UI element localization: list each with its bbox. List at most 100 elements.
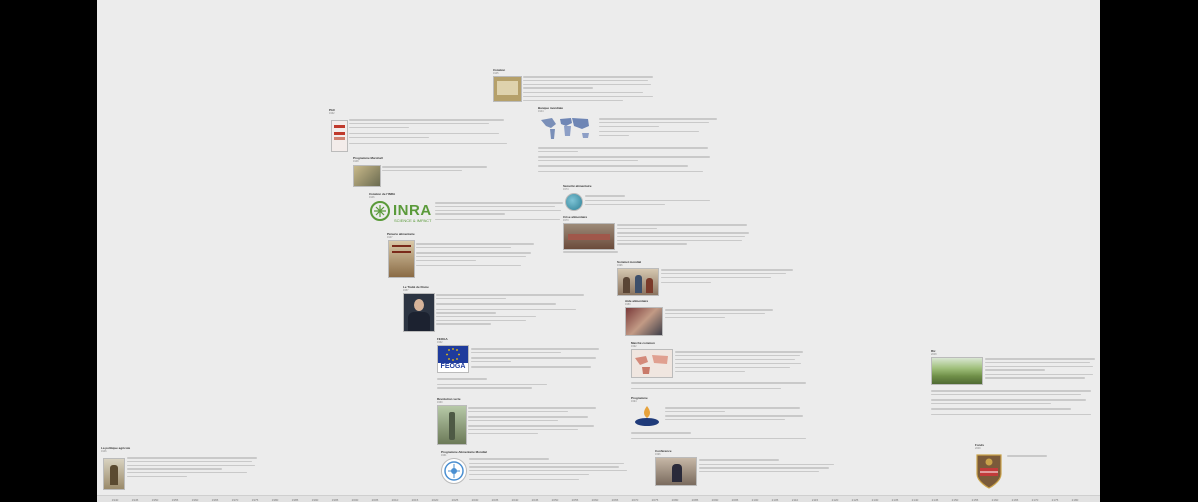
event-text <box>435 200 565 221</box>
axis-year-label: 2045 <box>531 497 539 502</box>
timeline-event[interactable]: FEOGA 1962 <box>437 337 448 344</box>
timeline-event[interactable]: Programme 1994 <box>631 396 648 403</box>
event-thumbnail[interactable] <box>437 405 467 445</box>
event-text <box>675 349 805 373</box>
timeline-event[interactable]: La politique agricole 1946 <box>101 446 130 453</box>
axis-year-label: 2010 <box>391 497 399 502</box>
event-thumbnail[interactable] <box>353 165 381 187</box>
event-title: Banque mondiale <box>538 106 564 110</box>
organization-logo[interactable] <box>633 405 661 427</box>
event-date: 1962 <box>329 112 335 115</box>
timeline-event[interactable]: Marché commun 1992 <box>631 341 655 348</box>
axis-year-label: 2180 <box>1071 497 1079 502</box>
feoga-logo-text: FEOGA <box>440 363 466 370</box>
event-date: 1948 <box>353 160 359 163</box>
axis-year-label: 1995 <box>331 497 339 502</box>
inra-logo[interactable]: INRA SCIENCE & IMPACT <box>369 199 433 225</box>
event-thumbnail[interactable] <box>617 268 659 296</box>
timeline-event[interactable]: Fonds 2009 <box>975 443 984 450</box>
axis-year-label: 2125 <box>851 497 859 502</box>
timeline-axis[interactable]: 1940 1945 1950 1955 1960 1965 1970 1975 … <box>97 495 1100 502</box>
timeline-event[interactable]: Pénurie alimentaire 1947 <box>387 232 415 239</box>
axis-year-label: 2060 <box>591 497 599 502</box>
timeline-event[interactable]: Crise alimentaire 1973 <box>563 215 587 222</box>
timeline-event[interactable]: Banque mondiale 1944 <box>538 106 563 113</box>
event-thumbnail[interactable] <box>563 223 615 250</box>
world-map-image[interactable] <box>538 114 593 142</box>
axis-year-label: 2120 <box>831 497 839 502</box>
axis-year-label: 1975 <box>251 497 259 502</box>
eu-flag-icon <box>438 346 468 363</box>
timeline-event[interactable]: Conférence 1996 <box>655 449 672 456</box>
event-text <box>617 222 752 245</box>
event-text <box>127 455 262 478</box>
event-thumbnail[interactable] <box>388 240 415 278</box>
axis-year-label: 1985 <box>291 497 299 502</box>
event-text <box>599 116 719 137</box>
timeline-event[interactable]: Sécurité alimentaire 1974 <box>563 184 592 191</box>
event-date: 1962 <box>437 341 443 344</box>
event-text <box>631 430 811 439</box>
event-title: Création <box>493 68 506 72</box>
axis-year-label: 2145 <box>931 497 939 502</box>
event-title: Sécurité alimentaire <box>563 184 592 188</box>
timeline-event[interactable]: PAC 1962 <box>329 108 335 115</box>
axis-year-label: 2085 <box>691 497 699 502</box>
axis-year-label: 1940 <box>111 497 119 502</box>
axis-year-label: 1990 <box>311 497 319 502</box>
inra-logo-sub: SCIENCE & IMPACT <box>394 218 432 223</box>
axis-year-label: 1965 <box>211 497 219 502</box>
axis-year-label: 2090 <box>711 497 719 502</box>
event-title: Sommet mondial <box>617 260 642 264</box>
timeline-event[interactable]: Aide alimentaire 1980 <box>625 299 648 306</box>
event-thumbnail[interactable] <box>331 120 348 152</box>
timeline-event[interactable]: Programme Alimentaire Mondial 1961 <box>441 450 487 457</box>
event-title: Le Traité de Rome <box>403 285 429 289</box>
event-date: 1973 <box>563 219 569 222</box>
event-thumbnail[interactable] <box>655 457 697 486</box>
event-text <box>471 346 601 368</box>
event-text <box>538 145 713 172</box>
event-text <box>436 292 586 325</box>
timeline-event[interactable]: Création 1945 <box>493 68 505 75</box>
axis-year-label: 2105 <box>771 497 779 502</box>
timeline-canvas[interactable]: La politique agricole 1946 PAC 1962 Prog… <box>97 0 1100 502</box>
event-date: 1974 <box>563 188 569 191</box>
event-thumbnail[interactable] <box>493 76 522 102</box>
timeline-event[interactable]: Le Traité de Rome 1957 <box>403 285 429 292</box>
event-date: 1946 <box>101 450 107 453</box>
axis-year-label: 1970 <box>231 497 239 502</box>
axis-year-label: 1980 <box>271 497 279 502</box>
event-date: 1960 <box>437 401 443 404</box>
event-text <box>665 405 805 421</box>
timeline-event[interactable]: Sommet mondial 1996 <box>617 260 641 267</box>
timeline-event[interactable]: Riz 2008 <box>931 349 937 356</box>
event-thumbnail[interactable] <box>103 458 125 490</box>
globe-icon[interactable] <box>565 193 583 211</box>
event-text <box>382 164 492 172</box>
event-thumbnail[interactable] <box>931 357 983 385</box>
timeline-event[interactable]: Programme Marshall 1948 <box>353 156 383 163</box>
axis-year-label: 1960 <box>191 497 199 502</box>
emblem-badge[interactable] <box>974 452 1004 490</box>
event-title: PAC <box>329 108 336 112</box>
event-text <box>468 405 598 435</box>
event-text <box>349 117 509 145</box>
event-date: 1994 <box>631 400 637 403</box>
event-thumbnail[interactable] <box>625 307 663 336</box>
axis-year-label: 2155 <box>971 497 979 502</box>
axis-year-label: 2000 <box>351 497 359 502</box>
wfp-logo[interactable] <box>441 458 467 484</box>
event-text <box>931 388 1096 415</box>
feoga-logo[interactable]: FEOGA <box>437 345 469 373</box>
event-thumbnail[interactable] <box>403 293 435 332</box>
event-date: 1961 <box>441 454 447 457</box>
event-thumbnail[interactable] <box>631 349 673 378</box>
axis-year-label: 2165 <box>1011 497 1019 502</box>
axis-year-label: 2160 <box>991 497 999 502</box>
timeline-event[interactable]: Création de l'INRA 1946 <box>369 192 395 199</box>
timeline-event[interactable]: Révolution verte 1960 <box>437 397 461 404</box>
event-title: Programme Alimentaire Mondial <box>441 450 487 454</box>
event-date: 1957 <box>403 289 409 292</box>
axis-year-label: 2055 <box>571 497 579 502</box>
